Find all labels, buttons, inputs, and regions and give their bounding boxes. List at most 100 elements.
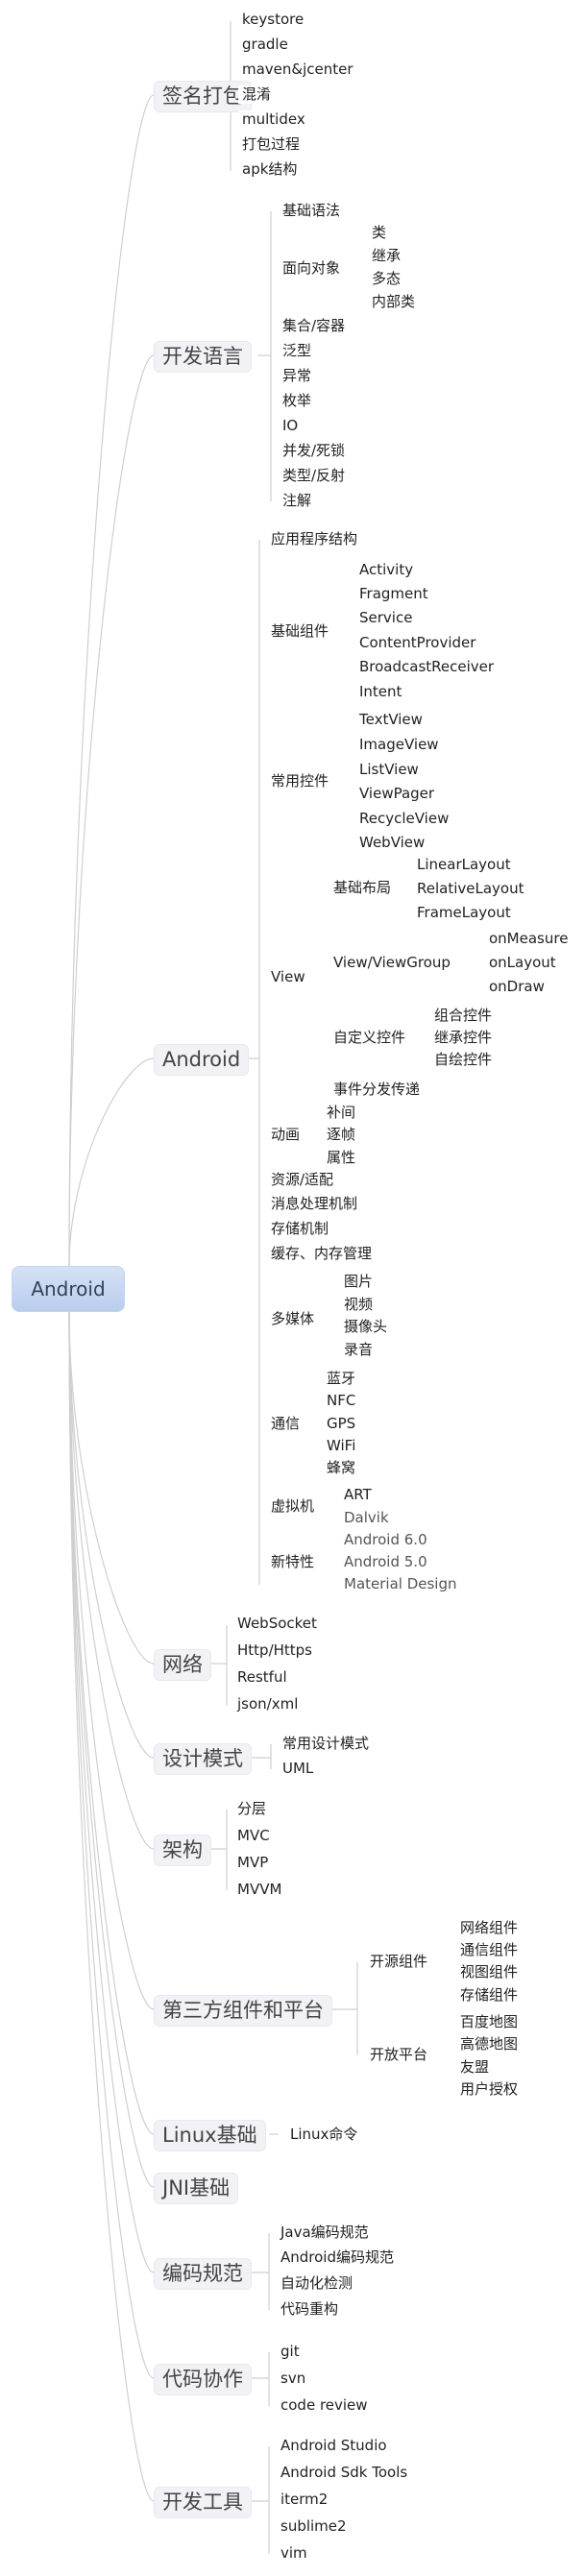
leaf-node[interactable]: iterm2 <box>277 2491 332 2509</box>
leaf-node[interactable]: BroadcastReceiver <box>355 658 499 676</box>
leaf-node[interactable]: Java编码规范 <box>277 2224 373 2242</box>
leaf-node[interactable]: RecycleView <box>355 810 453 828</box>
leaf-node[interactable]: 混淆 <box>238 85 276 104</box>
branch-collaboration[interactable]: 代码协作 <box>154 2364 252 2395</box>
leaf-node[interactable]: 用户授权 <box>456 2080 523 2099</box>
leaf-node[interactable]: 通信组件 <box>456 1941 523 1959</box>
subbranch-node[interactable]: 动画 <box>267 1126 305 1144</box>
leaf-node[interactable]: multidex <box>238 110 309 129</box>
subbranch-node[interactable]: View <box>267 968 309 986</box>
branch-dev-tools[interactable]: 开发工具 <box>154 2487 252 2518</box>
leaf-node[interactable]: 应用程序结构 <box>267 530 362 548</box>
leaf-node[interactable]: 视图组件 <box>456 1963 523 1981</box>
leaf-node[interactable]: MVC <box>233 1827 274 1845</box>
leaf-node[interactable]: sublime2 <box>277 2517 351 2536</box>
leaf-node[interactable]: json/xml <box>233 1695 303 1713</box>
subbranch-node[interactable]: 自定义控件 <box>329 1029 410 1047</box>
leaf-node[interactable]: 分层 <box>233 1800 271 1818</box>
subbranch-node[interactable]: 基础组件 <box>267 622 333 641</box>
leaf-node[interactable]: maven&jcenter <box>238 61 357 79</box>
leaf-node[interactable]: 继承控件 <box>430 1029 497 1047</box>
leaf-node[interactable]: 常用设计模式 <box>279 1735 374 1753</box>
leaf-node[interactable]: WebSocket <box>233 1615 321 1633</box>
leaf-node[interactable]: 集合/容器 <box>279 317 350 335</box>
leaf-node[interactable]: onLayout <box>485 954 560 972</box>
leaf-node[interactable]: MVP <box>233 1854 273 1872</box>
leaf-node[interactable]: 类型/反射 <box>279 467 350 485</box>
leaf-node[interactable]: Restful <box>233 1668 291 1687</box>
leaf-node[interactable]: MVVM <box>233 1881 286 1899</box>
leaf-node[interactable]: gradle <box>238 36 292 54</box>
leaf-node[interactable]: Material Design <box>340 1575 461 1593</box>
leaf-node[interactable]: Android Studio <box>277 2437 391 2455</box>
subbranch-node[interactable]: View/ViewGroup <box>329 954 454 972</box>
leaf-node[interactable]: 并发/死锁 <box>279 442 350 460</box>
leaf-node[interactable]: Fragment <box>355 585 432 603</box>
leaf-node[interactable]: FrameLayout <box>413 904 515 922</box>
leaf-node[interactable]: TextView <box>355 711 427 729</box>
leaf-node[interactable]: 图片 <box>340 1273 378 1291</box>
leaf-node[interactable]: 录音 <box>340 1341 378 1359</box>
subbranch-node[interactable]: 面向对象 <box>279 259 345 278</box>
leaf-node[interactable]: 枚举 <box>279 392 316 410</box>
leaf-node[interactable]: 补间 <box>323 1104 360 1122</box>
leaf-node[interactable]: 视频 <box>340 1296 378 1314</box>
leaf-node[interactable]: WebView <box>355 834 429 852</box>
leaf-node[interactable]: 友盟 <box>456 2058 494 2077</box>
leaf-node[interactable]: 蜂窝 <box>323 1459 360 1477</box>
subbranch-node[interactable]: 基础布局 <box>329 879 396 897</box>
subbranch-node[interactable]: 新特性 <box>267 1553 319 1571</box>
branch-network[interactable]: 网络 <box>154 1649 211 1681</box>
leaf-node[interactable]: 组合控件 <box>430 1007 497 1025</box>
leaf-node[interactable]: code review <box>277 2396 372 2415</box>
leaf-node[interactable]: 自动化检测 <box>277 2274 357 2293</box>
branch-architecture[interactable]: 架构 <box>154 1835 211 1866</box>
leaf-node[interactable]: 存储组件 <box>456 1986 523 2005</box>
leaf-node[interactable]: 异常 <box>279 367 316 385</box>
leaf-node[interactable]: svn <box>277 2369 310 2388</box>
leaf-node[interactable]: UML <box>279 1760 318 1778</box>
leaf-node[interactable]: 百度地图 <box>456 2013 523 2031</box>
subbranch-node[interactable]: 开源组件 <box>366 1953 432 1971</box>
leaf-node[interactable]: 网络组件 <box>456 1919 523 1937</box>
subbranch-node[interactable]: 多媒体 <box>267 1310 319 1328</box>
leaf-node[interactable]: ContentProvider <box>355 634 480 652</box>
leaf-node[interactable]: ListView <box>355 761 423 779</box>
branch-design-patterns[interactable]: 设计模式 <box>154 1743 252 1775</box>
leaf-node[interactable]: LinearLayout <box>413 856 515 874</box>
leaf-node[interactable]: Dalvik <box>340 1509 393 1527</box>
subbranch-node[interactable]: 常用控件 <box>267 772 333 790</box>
leaf-node[interactable]: NFC <box>323 1392 360 1410</box>
leaf-node[interactable]: 注解 <box>279 492 316 510</box>
leaf-node[interactable]: 内部类 <box>368 293 420 311</box>
leaf-node[interactable]: Linux命令 <box>286 2126 362 2144</box>
leaf-node[interactable]: ImageView <box>355 736 443 754</box>
leaf-node[interactable]: Http/Https <box>233 1641 316 1660</box>
leaf-node[interactable]: WiFi <box>323 1437 360 1455</box>
leaf-node[interactable]: GPS <box>323 1415 360 1433</box>
leaf-node[interactable]: Activity <box>355 561 418 579</box>
leaf-node[interactable]: onDraw <box>485 978 548 996</box>
leaf-node[interactable]: 属性 <box>323 1149 360 1167</box>
leaf-node[interactable]: 消息处理机制 <box>267 1195 362 1213</box>
branch-third-party[interactable]: 第三方组件和平台 <box>154 1995 332 2027</box>
leaf-node[interactable]: onMeasure <box>485 930 573 948</box>
root-node[interactable]: Android <box>12 1266 125 1312</box>
leaf-node[interactable]: Android 5.0 <box>340 1553 431 1571</box>
leaf-node[interactable]: RelativeLayout <box>413 880 528 898</box>
leaf-node[interactable]: 逐帧 <box>323 1126 360 1144</box>
leaf-node[interactable]: Android 6.0 <box>340 1531 431 1549</box>
leaf-node[interactable]: ViewPager <box>355 785 439 803</box>
leaf-node[interactable]: 类 <box>368 224 391 242</box>
branch-linux[interactable]: Linux基础 <box>154 2120 266 2151</box>
leaf-node[interactable]: IO <box>279 417 303 435</box>
leaf-node[interactable]: Service <box>355 609 417 627</box>
subbranch-node[interactable]: 开放平台 <box>366 2046 432 2064</box>
leaf-node[interactable]: keystore <box>238 11 308 29</box>
leaf-node[interactable]: Android编码规范 <box>277 2248 398 2267</box>
branch-jni[interactable]: JNI基础 <box>154 2173 239 2204</box>
branch-signing[interactable]: 签名打包 <box>154 81 252 112</box>
leaf-node[interactable]: Android Sdk Tools <box>277 2464 412 2482</box>
leaf-node[interactable]: 摄像头 <box>340 1318 392 1336</box>
leaf-node[interactable]: 缓存、内存管理 <box>267 1245 377 1263</box>
